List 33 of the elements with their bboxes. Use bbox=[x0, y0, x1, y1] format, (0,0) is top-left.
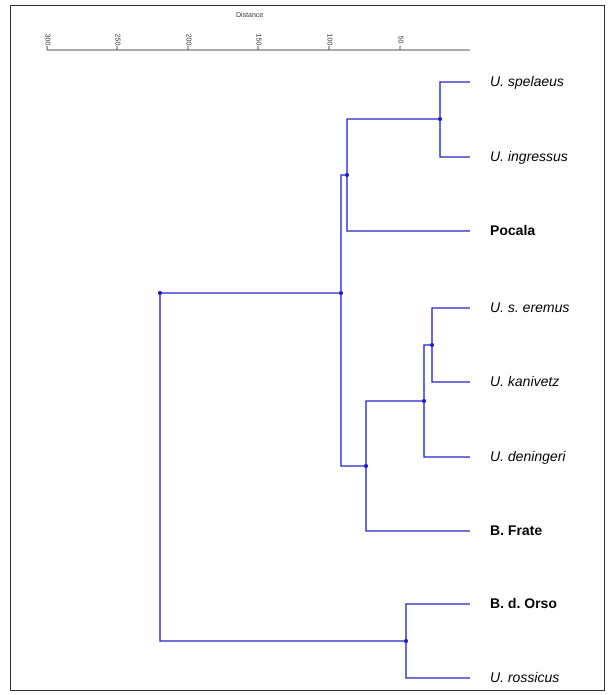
taxon-label: U. ingressus bbox=[470, 149, 568, 163]
junction-point bbox=[158, 291, 162, 295]
dendrogram-branch bbox=[439, 81, 470, 117]
dendrogram-branch bbox=[423, 403, 470, 458]
taxon-label: U. spelaeus bbox=[470, 74, 564, 88]
dendrogram-branch bbox=[431, 347, 470, 383]
dendrogram-branch bbox=[405, 603, 470, 639]
dendrogram-branch bbox=[431, 307, 470, 343]
junction-point bbox=[364, 464, 368, 468]
taxon-label: B. d. Orso bbox=[470, 596, 557, 610]
dendrogram-branch bbox=[159, 295, 404, 642]
junction-point bbox=[345, 173, 349, 177]
taxon-label: U. s. eremus bbox=[470, 300, 570, 314]
junction-point bbox=[422, 399, 426, 403]
junction-point bbox=[404, 639, 408, 643]
dendrogram-branch bbox=[365, 400, 422, 464]
dendrogram-branch bbox=[365, 468, 470, 532]
dendrogram-branch bbox=[423, 344, 430, 399]
taxon-label: Pocala bbox=[470, 223, 536, 237]
dendrogram-branch bbox=[405, 643, 470, 679]
taxon-label: B. Frate bbox=[470, 523, 542, 537]
junction-point bbox=[438, 117, 442, 121]
dendrogram-branch bbox=[346, 177, 470, 232]
dendrogram-branch bbox=[439, 121, 470, 158]
junction-point bbox=[430, 343, 434, 347]
taxon-label: U. kanivetz bbox=[470, 374, 560, 388]
taxon-label: U. rossicus bbox=[470, 670, 560, 684]
junction-point bbox=[339, 291, 343, 295]
dendrogram-branch bbox=[346, 118, 438, 173]
dendrogram-branch bbox=[340, 295, 364, 467]
dendrogram-branch bbox=[340, 174, 345, 291]
taxon-label: U. deningeri bbox=[470, 449, 566, 463]
dendrogram-branch bbox=[159, 291, 339, 294]
